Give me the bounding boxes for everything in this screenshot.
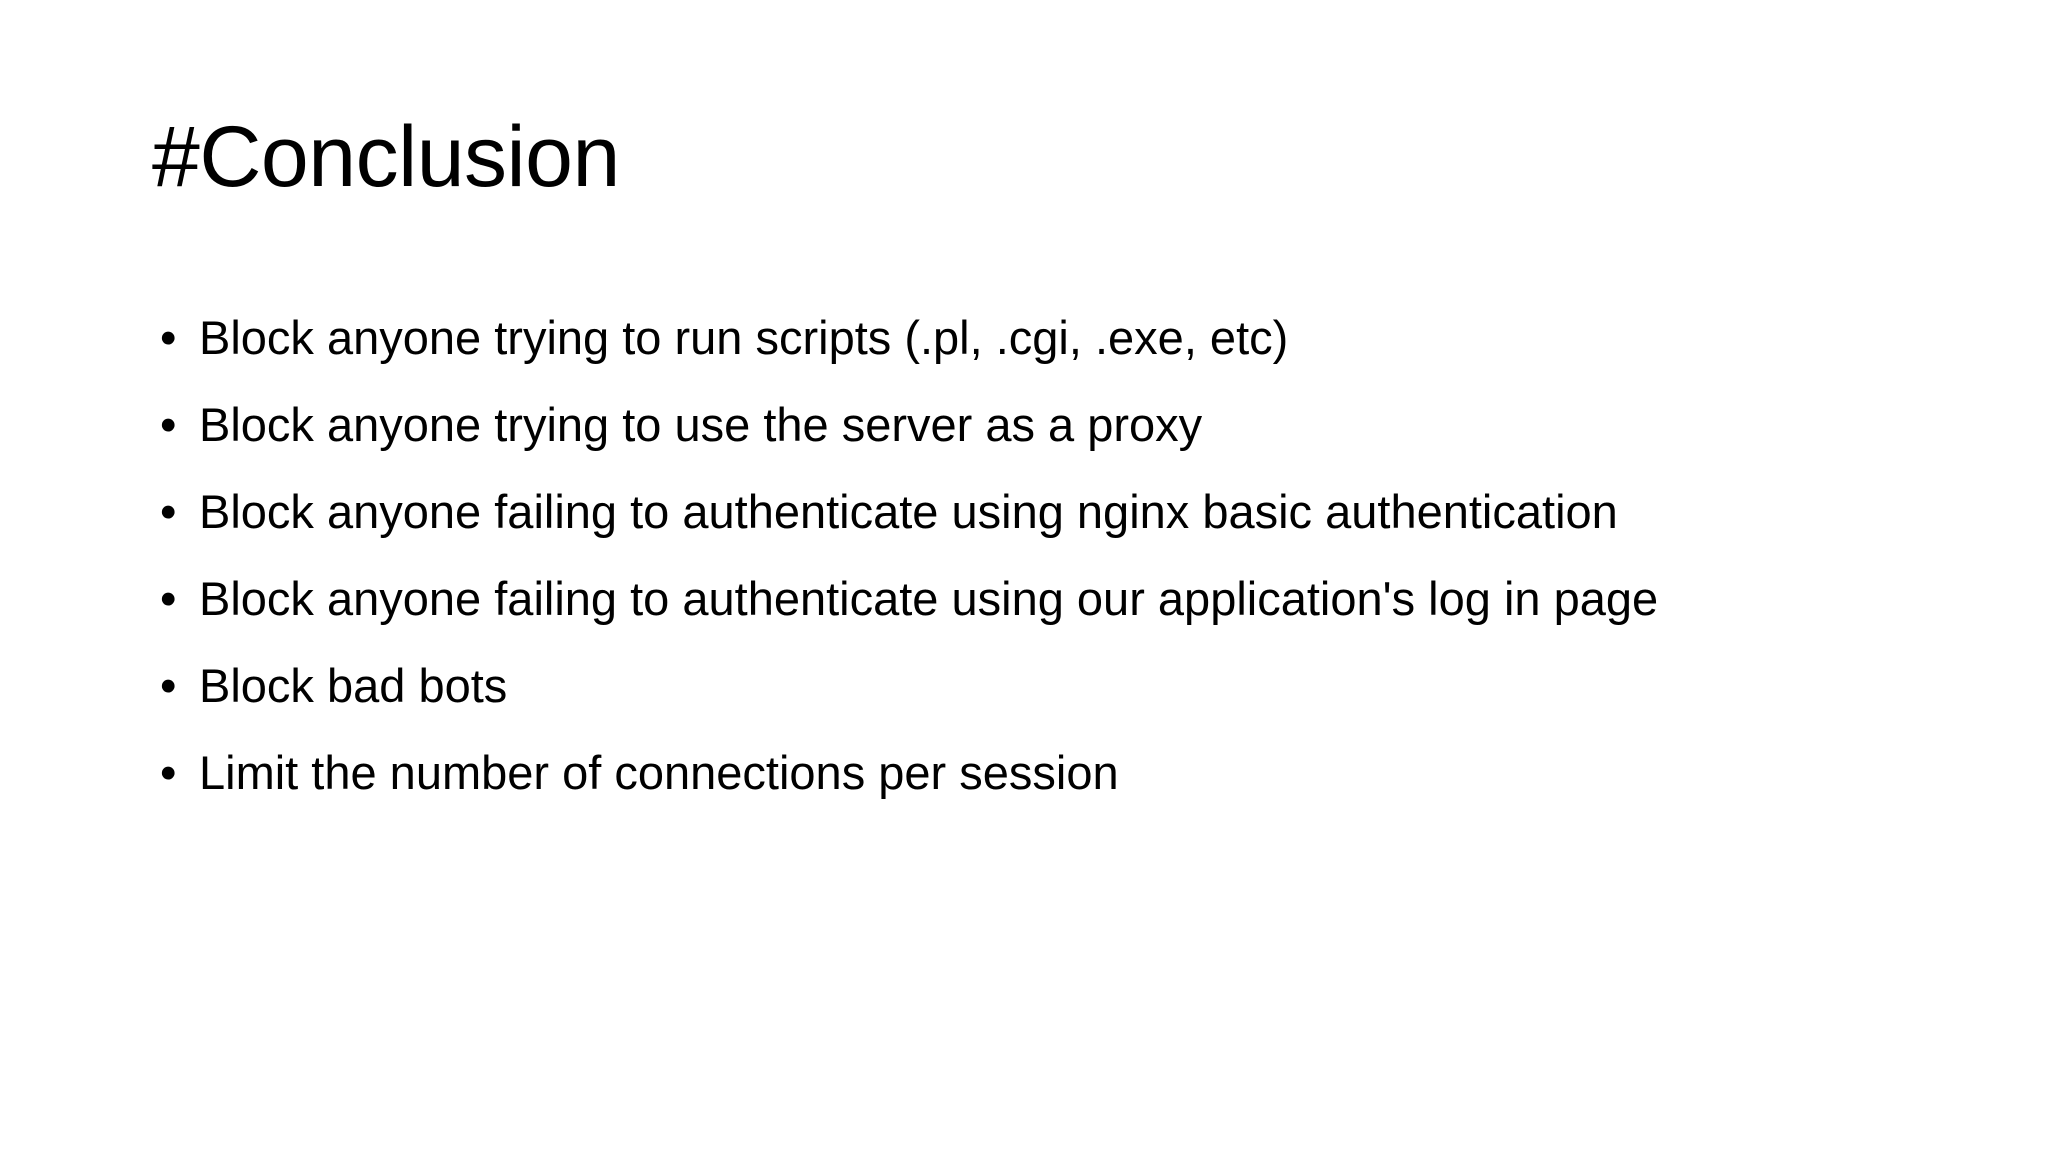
list-item-text: Block anyone trying to run scripts (.pl,… (199, 311, 1289, 364)
bullet-dot-icon: • (160, 659, 177, 712)
list-item-text: Block anyone failing to authenticate usi… (199, 572, 1659, 625)
bullet-dot-icon: • (160, 572, 177, 625)
list-item-text: Block anyone failing to authenticate usi… (199, 485, 1618, 538)
list-item-text: Limit the number of connections per sess… (199, 746, 1119, 799)
bullet-list: • Block anyone trying to run scripts (.p… (152, 305, 1912, 827)
list-item: • Block anyone failing to authenticate u… (152, 566, 1912, 632)
list-item: • Block anyone trying to use the server … (152, 392, 1912, 458)
bullet-dot-icon: • (160, 398, 177, 451)
list-item: • Block bad bots (152, 653, 1912, 719)
list-item: • Block anyone failing to authenticate u… (152, 479, 1912, 545)
bullet-dot-icon: • (160, 485, 177, 538)
bullet-dot-icon: • (160, 746, 177, 799)
list-item: • Limit the number of connections per se… (152, 740, 1912, 806)
list-item-text: Block anyone trying to use the server as… (199, 398, 1203, 451)
list-item-text: Block bad bots (199, 659, 508, 712)
list-item: • Block anyone trying to run scripts (.p… (152, 305, 1912, 371)
bullet-dot-icon: • (160, 311, 177, 364)
page-title: #Conclusion (152, 109, 620, 205)
